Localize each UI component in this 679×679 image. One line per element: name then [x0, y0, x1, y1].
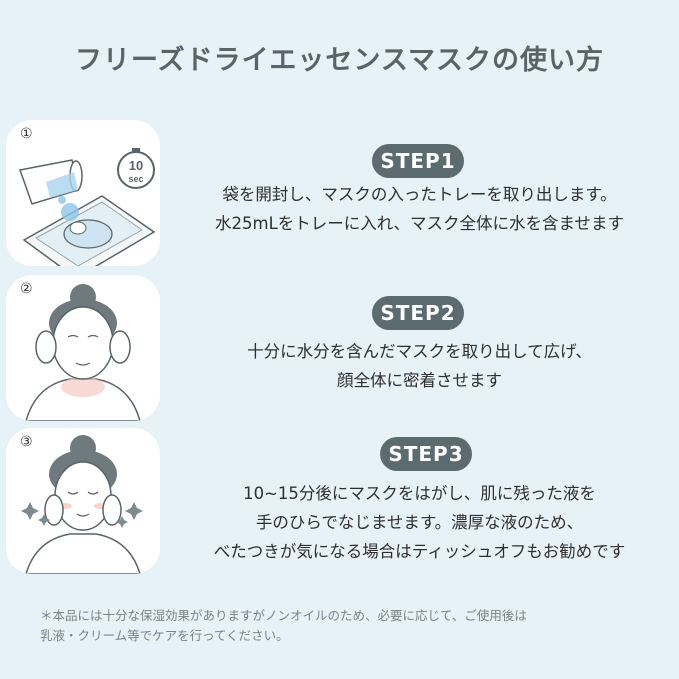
sparkle-icon: [125, 502, 143, 520]
step2-badge: STEP2: [372, 296, 464, 330]
step3-number: ③: [20, 434, 33, 450]
closed-eye: [87, 491, 99, 495]
footnote-line: ＊本品には十分な保湿効果がありますがノンオイルのため、必要に応じて、ご使用後は: [40, 608, 527, 623]
face: [54, 461, 112, 531]
footnote-line: 乳液・クリーム等でケアを行ってください。: [40, 628, 289, 643]
sparkle-icon: [116, 516, 128, 528]
step1-line: 袋を開封し、マスクの入ったトレーを取り出します。: [222, 185, 617, 204]
mask-hole: [69, 221, 87, 235]
step2-illustration-card: ②: [6, 275, 160, 421]
step1-illustration-card: ① 10 sec: [6, 120, 160, 266]
right-hand: [102, 494, 122, 526]
step2-number: ②: [20, 281, 33, 297]
sparkle-icon: [38, 514, 50, 526]
apply-mask-illustration: [25, 284, 141, 421]
closed-eye: [67, 491, 79, 495]
left-hand: [44, 494, 64, 526]
cup-water: [46, 172, 78, 198]
left-hand: [35, 330, 57, 364]
step3-line: べたつきが気になる場合はティッシュオフもお勧めです: [213, 542, 626, 561]
tray-water-illustration: 10 sec: [19, 148, 156, 266]
step1-line: 水25mLをトレーに入れ、マスク全体に水を含ませます: [215, 214, 624, 233]
neck-blush: [61, 377, 105, 397]
step2-line: 十分に水分を含んだマスクを取り出して広げ、: [247, 342, 592, 361]
right-hand: [109, 330, 131, 364]
shoulders: [25, 533, 141, 574]
step1-number: ①: [20, 126, 33, 142]
step2-line: 顔全体に密着させます: [337, 371, 502, 390]
skin-care-illustration: [21, 435, 143, 574]
water-drop: [58, 196, 66, 204]
smile: [76, 513, 90, 517]
step3-description: 10~15分後にマスクをはがし、肌に残った液を 手のひらでなじませます。濃厚な液…: [160, 479, 679, 566]
step1-description: 袋を開封し、マスクの入ったトレーを取り出します。 水25mLをトレーに入れ、マス…: [160, 180, 679, 238]
step3-line: 手のひらでなじませます。濃厚な液のため、: [255, 513, 584, 532]
face-mask: [52, 306, 114, 380]
step3-line: 10~15分後にマスクをはがし、肌に残った液を: [243, 484, 596, 503]
step3-illustration-card: ③: [6, 428, 160, 574]
step2-description: 十分に水分を含んだマスクを取り出して広げ、 顔全体に密着させます: [160, 337, 679, 395]
footnote: ＊本品には十分な保湿効果がありますがノンオイルのため、必要に応じて、ご使用後は …: [40, 606, 660, 646]
timer-unit: sec: [128, 174, 143, 184]
page-title: フリーズドライエッセンスマスクの使い方: [74, 45, 605, 76]
timer-value: 10: [129, 158, 143, 173]
step3-badge: STEP3: [380, 437, 472, 471]
step1-badge: STEP1: [372, 144, 464, 178]
water-splash: [61, 203, 79, 221]
sparkle-icon: [21, 502, 39, 520]
